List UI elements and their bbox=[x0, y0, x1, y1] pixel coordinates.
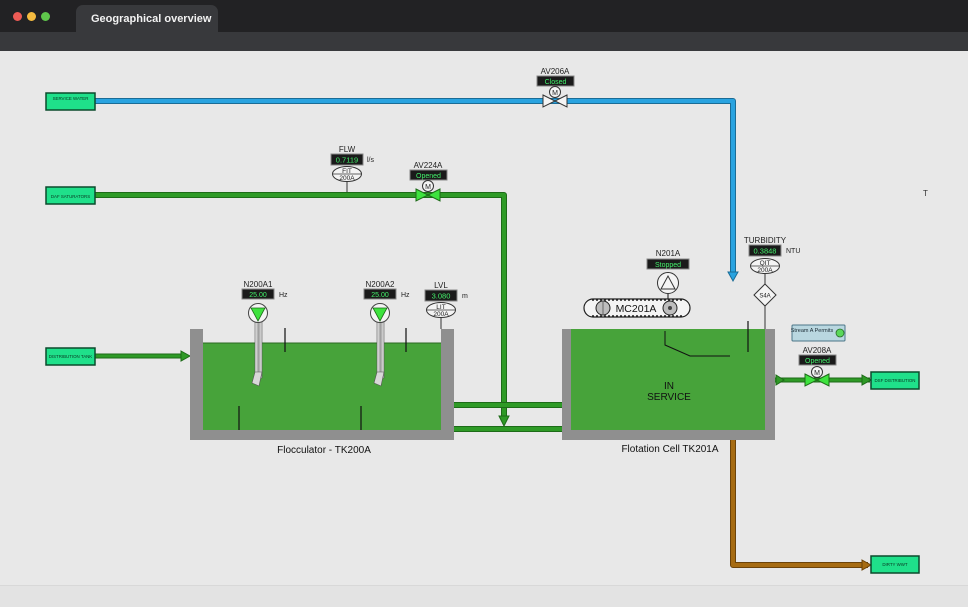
lvl-code: LIT bbox=[436, 304, 445, 311]
turbidity-meter-qit200a[interactable]: TURBIDITY 0.3848 NTU QIT 200A bbox=[744, 236, 801, 284]
mixer-n200a2[interactable]: N200A2 25.00 Hz bbox=[363, 280, 410, 387]
flw-unit: l/s bbox=[367, 157, 375, 164]
service-water-pipe bbox=[95, 98, 739, 283]
maximize-window-dot[interactable] bbox=[41, 12, 50, 21]
stray-t-label: T bbox=[923, 189, 928, 198]
minimize-window-dot[interactable] bbox=[27, 12, 36, 21]
daf-saturators-label: DAF SATURATORS bbox=[51, 194, 90, 199]
mixer-n200a1[interactable]: N200A1 25.00 Hz bbox=[241, 280, 288, 387]
stream-a-permits-button[interactable]: Stream A Permits bbox=[791, 324, 846, 342]
service-water-label: SERVICE WATER bbox=[53, 96, 89, 101]
mixer-n200a2-value: 25.00 bbox=[371, 292, 389, 299]
toolbar bbox=[0, 32, 968, 51]
turbidity-unit: NTU bbox=[786, 248, 800, 255]
flw-code: FIT bbox=[342, 168, 352, 175]
pump-n201a-tag: N201A bbox=[656, 249, 681, 258]
mixer-n200a1-unit: Hz bbox=[279, 292, 288, 299]
flotation-name: Flotation Cell TK201A bbox=[621, 444, 718, 455]
mixer-n200a2-tag: N200A2 bbox=[366, 280, 395, 289]
tab-title: Geographical overview bbox=[91, 12, 212, 25]
dirty-wwt-label: DIRTY WWT bbox=[882, 562, 908, 567]
valve-av224a[interactable]: AV224A Opened M bbox=[409, 161, 448, 202]
valve-av208a[interactable]: AV208A Opened M bbox=[798, 346, 837, 387]
pump-n201a[interactable]: N201A Stopped bbox=[646, 249, 690, 299]
lvl-unit: m bbox=[462, 293, 468, 300]
daf-saturators-button[interactable]: DAF SATURATORS bbox=[45, 186, 96, 205]
flotation-cell-tank[interactable]: IN SERVICE Flotation Cell TK201A bbox=[562, 321, 775, 455]
analyzer-s4a-tag: S4A bbox=[759, 294, 770, 300]
distribution-tank-button[interactable]: DISTRIBUTION TANK bbox=[45, 347, 96, 366]
mixer-n200a1-tag: N200A1 bbox=[244, 280, 273, 289]
lvl-label: LVL bbox=[434, 281, 448, 290]
flw-label: FLW bbox=[339, 145, 356, 154]
title-bar: Geographical overview bbox=[0, 0, 968, 32]
process-diagram: SERVICE WATER DAF SATURATORS DISTRIBUTIO… bbox=[45, 67, 928, 574]
dsf-distribution-button[interactable]: DSF DISTRIBUTION bbox=[870, 371, 920, 390]
service-water-button[interactable]: SERVICE WATER bbox=[45, 92, 96, 111]
valve-av224a-tag: AV224A bbox=[414, 161, 443, 170]
permit-status-indicator bbox=[835, 328, 845, 338]
distribution-pipe bbox=[95, 350, 192, 362]
valve-av208a-status: Opened bbox=[805, 358, 830, 365]
close-window-dot[interactable] bbox=[13, 12, 22, 21]
valve-av224a-actuator: M bbox=[425, 184, 431, 191]
valve-av206a-tag: AV206A bbox=[541, 67, 570, 76]
pump-n201a-status: Stopped bbox=[655, 262, 681, 269]
mixer-n200a2-unit: Hz bbox=[401, 292, 410, 299]
level-meter-lit200a[interactable]: LVL 3.080 m LIT 200A bbox=[424, 281, 468, 329]
turbidity-label: TURBIDITY bbox=[744, 236, 787, 245]
analyzer-s4a[interactable]: S4A bbox=[753, 283, 777, 329]
flotation-status-line2: SERVICE bbox=[647, 392, 691, 403]
flocculator-name: Flocculator - TK200A bbox=[277, 445, 371, 456]
conveyor-mc201a-tag: MC201A bbox=[616, 303, 657, 315]
tab-geographical-overview[interactable]: Geographical overview bbox=[76, 5, 218, 32]
valve-av206a-actuator: M bbox=[552, 90, 558, 97]
turbidity-value: 0.3848 bbox=[754, 247, 777, 256]
dsf-distribution-label: DSF DISTRIBUTION bbox=[875, 378, 916, 383]
distribution-tank-label: DISTRIBUTION TANK bbox=[49, 354, 93, 359]
process-canvas: SERVICE WATER DAF SATURATORS DISTRIBUTIO… bbox=[0, 51, 968, 585]
status-footer bbox=[0, 585, 968, 607]
flotation-status-line1: IN bbox=[664, 381, 674, 392]
mixer-n200a1-value: 25.00 bbox=[249, 292, 267, 299]
valve-av208a-actuator: M bbox=[814, 370, 820, 377]
valve-av206a-status: Closed bbox=[545, 79, 567, 86]
valve-av224a-status: Opened bbox=[416, 173, 441, 180]
turbidity-code: QIT bbox=[760, 260, 771, 267]
flocculator-tank[interactable]: Flocculator - TK200A bbox=[190, 328, 454, 456]
flw-value: 0.7119 bbox=[336, 156, 358, 165]
flw-number: 200A bbox=[339, 175, 355, 182]
valve-av206a[interactable]: AV206A Closed M bbox=[536, 67, 575, 108]
lvl-number: 200A bbox=[433, 311, 449, 318]
lvl-value: 3.080 bbox=[432, 292, 451, 301]
tank-connection-pipes bbox=[454, 402, 562, 432]
turbidity-number: 200A bbox=[757, 267, 773, 274]
valve-av208a-tag: AV208A bbox=[803, 346, 832, 355]
stream-a-permits-label: Stream A Permits bbox=[791, 328, 834, 334]
daf-pipe bbox=[95, 192, 510, 428]
dirty-wwt-button[interactable]: DIRTY WWT bbox=[870, 555, 920, 574]
conveyor-mc201a[interactable]: MC201A bbox=[583, 298, 691, 318]
flow-meter-fit200a[interactable]: FLW 0.7119 l/s FIT 200A bbox=[330, 145, 375, 192]
